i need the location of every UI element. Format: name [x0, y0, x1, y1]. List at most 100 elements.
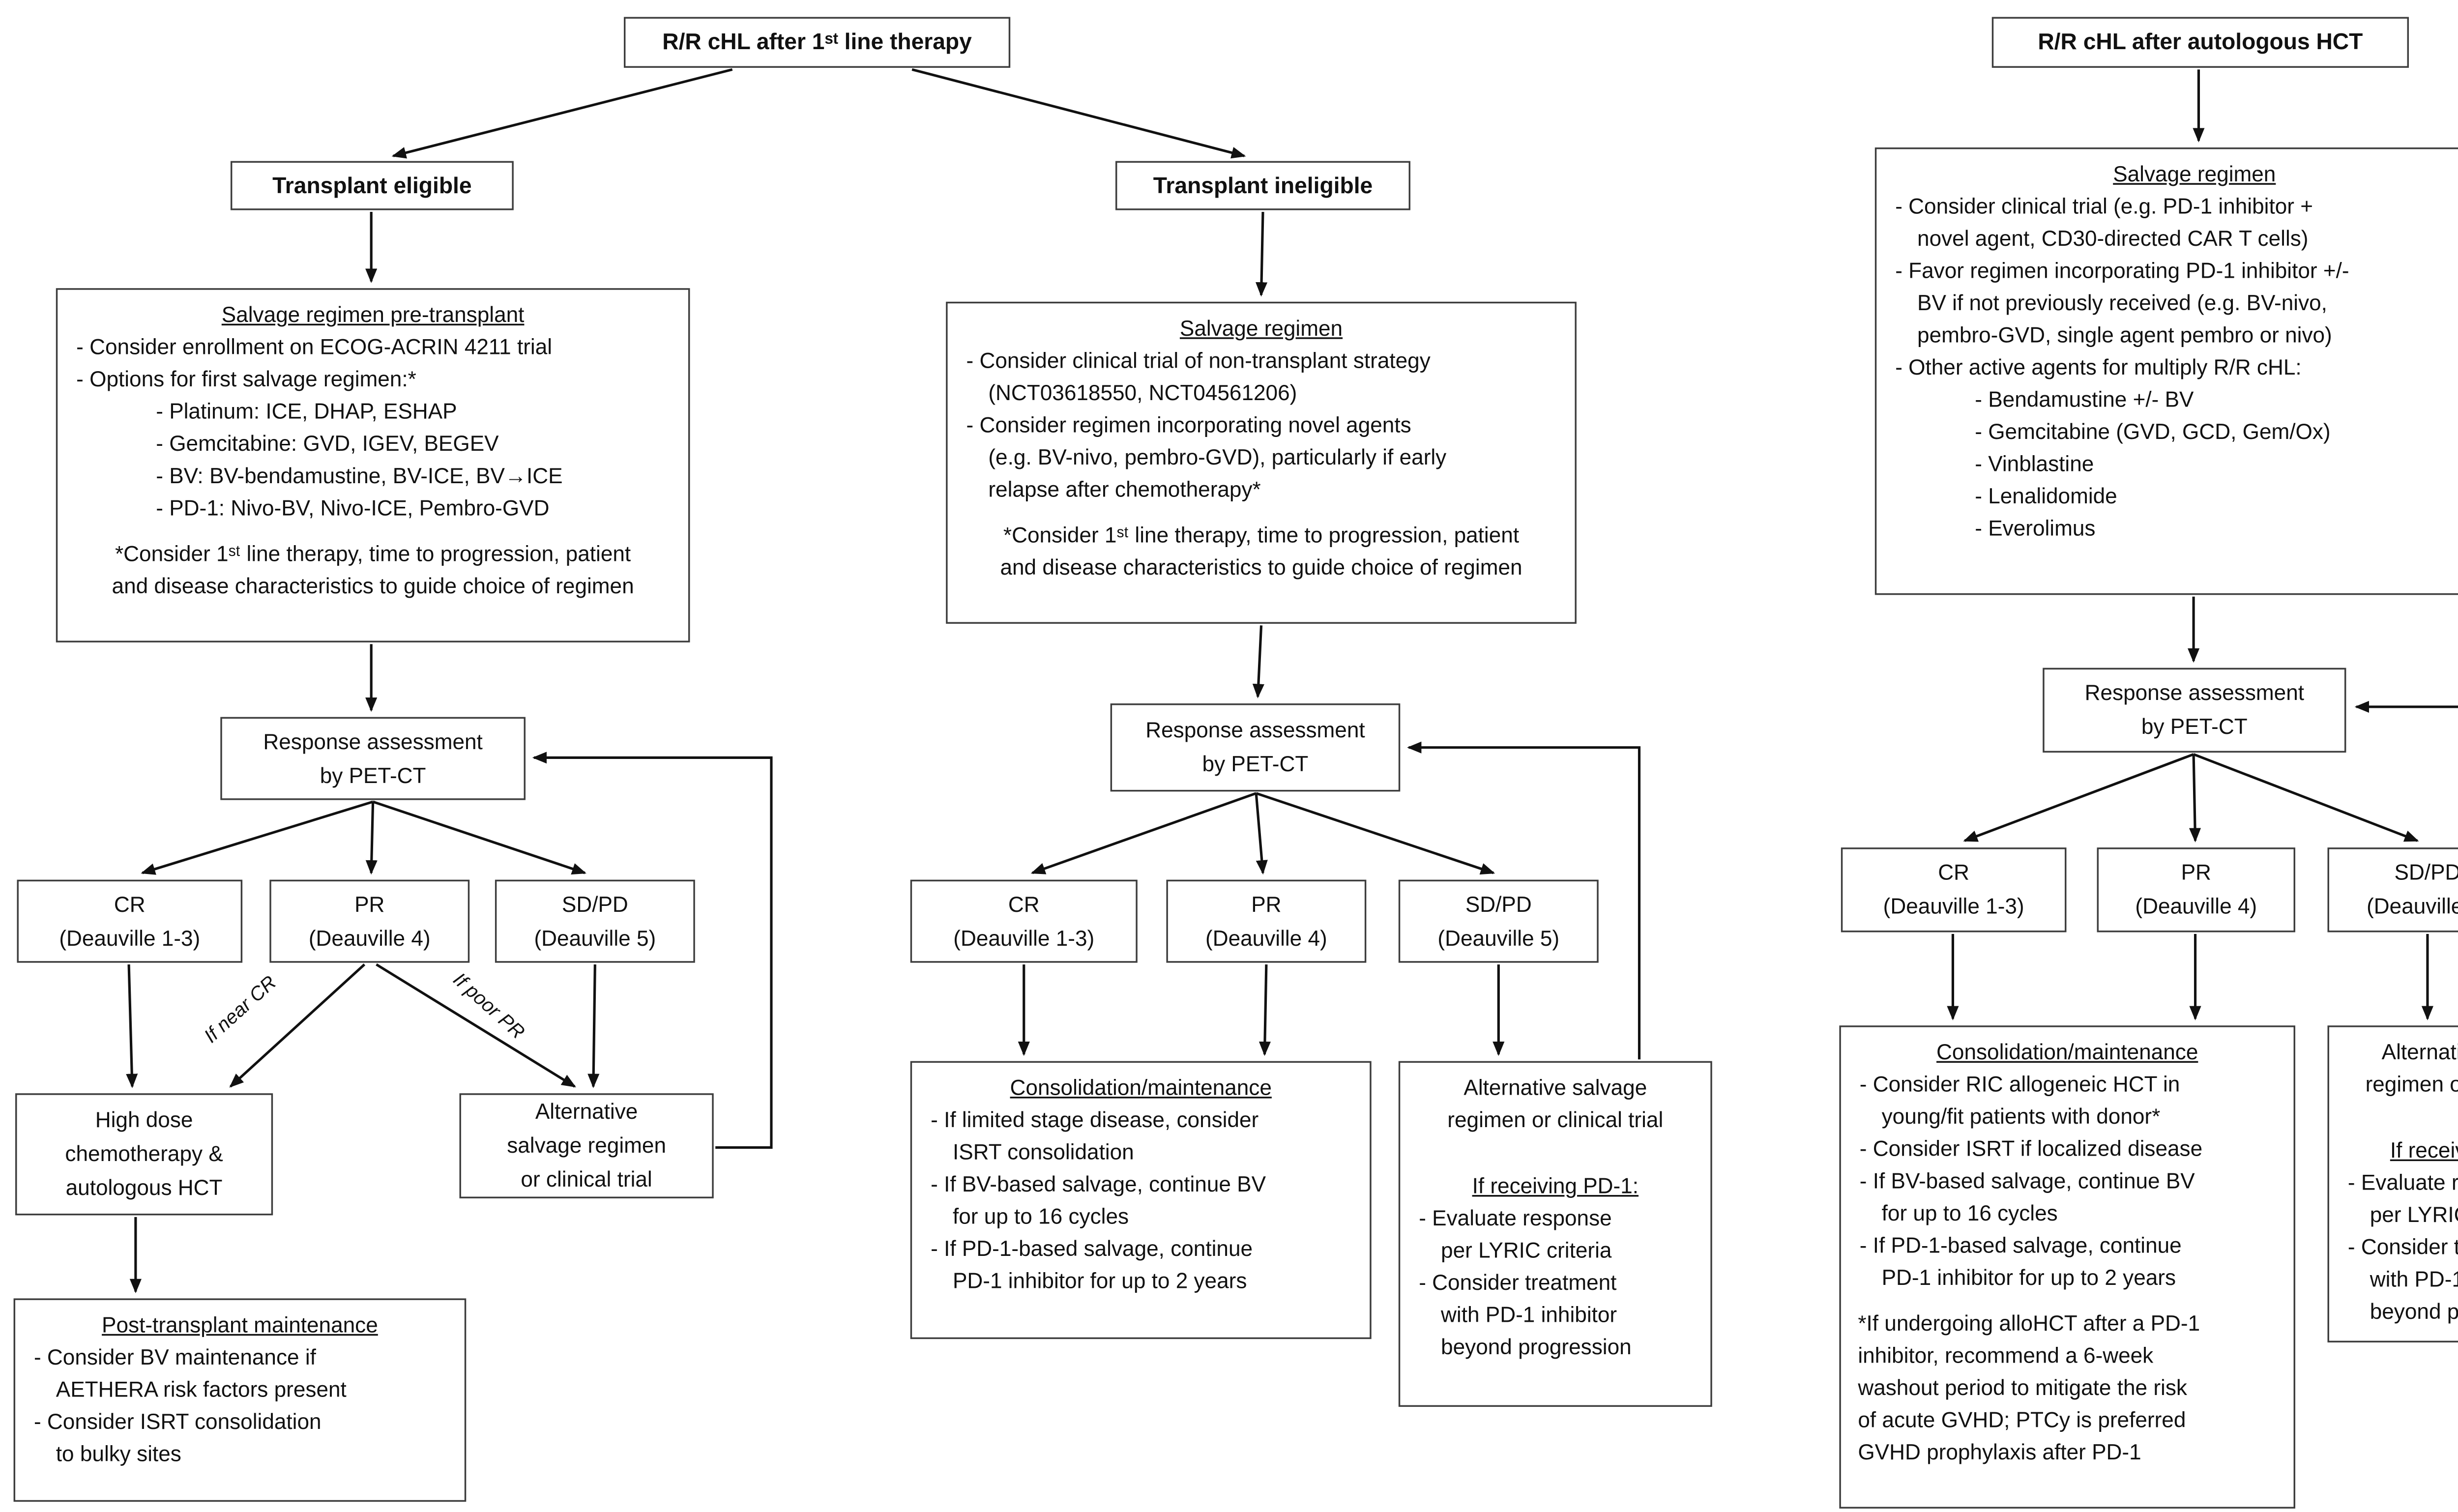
arrow-resp3-to-pr3 — [2189, 754, 2201, 843]
box-line: - Consider regimen incorporating novel a… — [966, 411, 1411, 437]
node-sd-pd-deauville-5-left: SD/PD(Deauville 5) — [495, 879, 695, 963]
box-line: - If PD-1-based salvage, continue — [931, 1235, 1253, 1261]
arrow-cr1-to-hdct — [126, 964, 138, 1088]
node-salvage-regimen-right: Salvage regimen- Consider clinical trial… — [1874, 147, 2458, 595]
box-line: for up to 16 cycles — [952, 1203, 1129, 1229]
box-line: PR — [2181, 859, 2211, 885]
node-sd-pd-deauville-5-middle: SD/PD(Deauville 5) — [1398, 879, 1599, 963]
box-line: - Consider clinical trial of non-transpl… — [966, 347, 1431, 373]
box-line: Salvage regimen — [1179, 315, 1343, 341]
box-line: - Lenalidomide — [1975, 483, 2117, 509]
node-post-transplant-maintenance: Post-transplant maintenance- Consider BV… — [13, 1298, 467, 1502]
box-line: If receiving PD-1: — [2390, 1137, 2458, 1163]
box-line: SD/PD — [2394, 859, 2458, 885]
box-line: inhibitor, recommend a 6-week — [1858, 1342, 2154, 1368]
box-line: (Deauville 5) — [2367, 893, 2458, 919]
box-line: R/R cHL after 1ˢᵗ line therapy — [662, 29, 972, 55]
arrow-salvage2-to-resp2 — [1252, 625, 1264, 698]
node-cr-deauville-1-3-left: CR(Deauville 1-3) — [17, 879, 243, 963]
node-rr-chl-after-autologous-hct: R/R cHL after autologous HCT — [1991, 17, 2409, 68]
node-cr-deauville-1-3-right: CR (Deauville 1-3) — [1841, 847, 2067, 932]
box-line: (Deauville 1-3) — [59, 925, 201, 950]
box-line: - Favor regimen incorporating PD-1 inhib… — [1895, 258, 2349, 283]
arrow-alt2-loop-to-resp2 — [1407, 741, 1641, 1060]
box-line: - Consider RIC allogeneic HCT in — [1859, 1071, 2180, 1097]
box-line: *Consider 1ˢᵗ line therapy, time to prog… — [1003, 522, 1520, 548]
node-salvage-regimen-pre-transplant: Salvage regimen pre-transplant- Consider… — [56, 288, 690, 642]
box-line: - Consider ISRT if localized disease — [1859, 1135, 2203, 1162]
box-line: novel agent, CD30-directed CAR T cells) — [1917, 225, 2309, 251]
box-line: (Deauville 4) — [308, 925, 431, 950]
box-line: - Options for first salvage regimen:* — [76, 366, 416, 392]
box-line: Consolidation/maintenance — [1010, 1075, 1272, 1100]
box-line: Alternative salvage — [1463, 1075, 1647, 1100]
node-response-assessment-pet-ct-left: Response assessment by PET-CT — [220, 717, 526, 800]
box-line: R/R cHL after autologous HCT — [2038, 29, 2363, 55]
arrow-pr1-to-alt1-poor-pr — [376, 963, 576, 1088]
node-transplant-eligible: Transplant eligible — [230, 161, 514, 210]
box-line: to bulky sites — [56, 1441, 181, 1466]
box-line: Salvage regimen — [2113, 161, 2276, 187]
box-line: PD-1 inhibitor for up to 2 years — [952, 1268, 1247, 1294]
box-line: CR — [1008, 891, 1040, 916]
node-rr-chl-after-1st-line-therapy: R/R cHL after 1ˢᵗ line therapy — [623, 17, 1011, 68]
box-line — [1854, 1293, 2280, 1307]
box-line: (Deauville 1-3) — [953, 925, 1095, 950]
box-line: pembro-GVD, single agent pembro or nivo) — [1917, 322, 2332, 348]
box-line: If receiving PD-1: — [1472, 1173, 1639, 1198]
box-line: with PD-1 inhibitor — [2370, 1266, 2458, 1292]
box-line: beyond progression — [1441, 1334, 1632, 1360]
box-line: (Deauville 5) — [1437, 925, 1560, 950]
arrow-resp2-to-cr2 — [1030, 792, 1257, 874]
box-line: - If BV-based salvage, continue BV — [1859, 1167, 2195, 1193]
box-line: (Deauville 1-3) — [1883, 893, 2024, 919]
arrow-resp1-to-pr1 — [365, 801, 378, 875]
box-line: Response assessment — [263, 728, 483, 754]
arrow-pr1-to-hdct-near-cr — [229, 963, 366, 1088]
box-line: and disease characteristics to guide cho… — [1000, 554, 1522, 580]
box-line: Alternative salvage — [2381, 1039, 2458, 1065]
arrow-resp3-to-cr3 — [1963, 753, 2195, 842]
box-line — [961, 505, 1561, 519]
box-line: Response assessment — [1145, 717, 1365, 743]
box-line: BV if not previously received (e.g. BV-n… — [1917, 290, 2327, 316]
box-line: - Consider treatment — [1419, 1269, 1617, 1295]
node-pr-deauville-4-right: PR(Deauville 4) — [2097, 847, 2295, 932]
box-line: Transplant eligible — [272, 172, 472, 198]
box-line: regimen or clinical trial — [2365, 1071, 2458, 1097]
box-line: PR — [1251, 891, 1282, 916]
box-line: by PET-CT — [320, 762, 426, 787]
box-line: regimen or clinical trial — [1447, 1106, 1664, 1133]
node-alternative-salvage-middle: Alternative salvage regimen or clinical t… — [1398, 1061, 1712, 1407]
box-line: or clinical trial — [521, 1166, 652, 1192]
box-line: - Evaluate response — [1419, 1205, 1612, 1231]
arrow-resp3-to-sd3 — [2193, 753, 2419, 842]
box-line: - If limited stage disease, consider — [931, 1106, 1259, 1133]
box-line: relapse after chemotherapy* — [988, 476, 1261, 502]
box-line: chemotherapy & — [65, 1140, 223, 1166]
box-line: (e.g. BV-nivo, pembro-GVD), particularly… — [988, 444, 1447, 470]
arrow-resp2-to-sd2 — [1256, 792, 1495, 875]
arrow-sd1-to-alt1 — [587, 964, 600, 1088]
box-line: beyond progression — [2370, 1298, 2458, 1324]
box-line — [1414, 1135, 1697, 1169]
box-line: *Consider 1ˢᵗ line therapy, time to prog… — [115, 541, 631, 566]
box-line: PD-1 inhibitor for up to 2 years — [1881, 1264, 2176, 1290]
node-salvage-regimen-middle: Salvage regimen - Consider clinical trial… — [946, 301, 1577, 624]
box-line: CR — [1938, 859, 1970, 885]
box-line: High dose — [95, 1106, 193, 1133]
box-line: ISRT consolidation — [952, 1139, 1134, 1164]
box-line: (Deauville 4) — [1205, 925, 1327, 950]
box-line: *If undergoing alloHCT after a PD-1 — [1858, 1310, 2200, 1336]
arrow-ineligible-to-salvage2 — [1255, 211, 1268, 297]
arrow-resp1-to-cr1 — [141, 800, 374, 875]
box-line: (NCT03618550, NCT04561206) — [988, 379, 1297, 406]
box-line: Alternative — [535, 1098, 638, 1124]
box-line: - BV: BV-bendamustine, BV-ICE, BV→ICE — [156, 463, 563, 489]
node-pr-deauville-4-left: PR(Deauville 4) — [269, 879, 470, 963]
node-consolidation-maintenance-right: Consolidation/maintenance- Consider RIC … — [1839, 1025, 2295, 1509]
box-line: with PD-1 inhibitor — [1441, 1302, 1617, 1328]
box-line: - Bendamustine +/- BV — [1975, 386, 2194, 412]
